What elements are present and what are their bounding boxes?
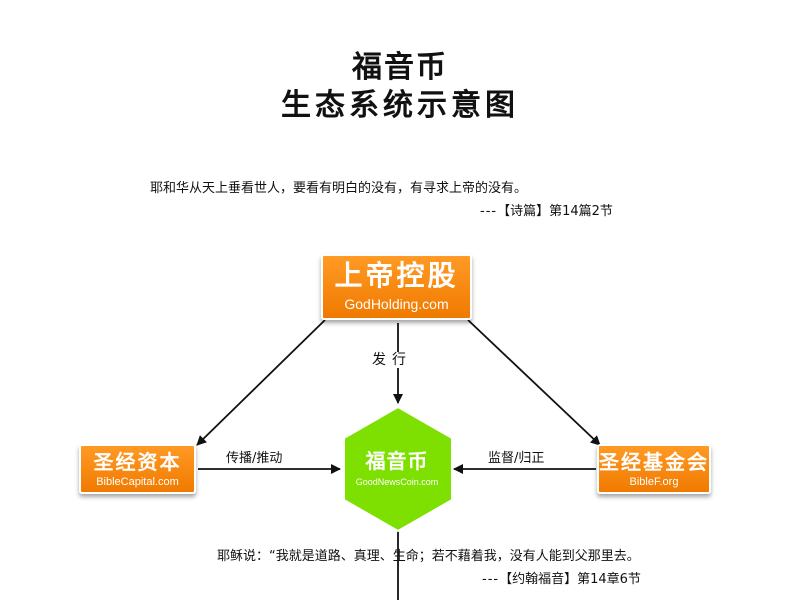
bible-capital-url: BibleCapital.com bbox=[96, 476, 179, 488]
good-news-coin-url: GoodNewsCoin.com bbox=[355, 477, 439, 487]
title-line-1: 福音币 bbox=[352, 50, 448, 85]
edge-label-supervise: 监督/归正 bbox=[488, 451, 545, 467]
god-holding-name: 上帝控股 bbox=[334, 259, 459, 292]
quote-top-dash: --- bbox=[480, 204, 498, 219]
quote-bottom-dash: --- bbox=[482, 572, 500, 587]
bible-capital-node: 圣经资本 BibleCapital.com bbox=[79, 444, 196, 494]
god-holding-url: GodHolding.com bbox=[344, 296, 449, 312]
god-holding-node: 上帝控股 GodHolding.com bbox=[321, 254, 472, 320]
quote-bottom-source: 【约翰福音】第14章6节 bbox=[499, 572, 641, 587]
arrow-god-to-capital bbox=[196, 319, 326, 446]
quote-top-reference: ---【诗篇】第14篇2节 bbox=[480, 203, 613, 221]
quote-top-text: 耶和华从天上垂看世人，要看有明白的没有，有寻求上帝的没有。 bbox=[150, 181, 528, 196]
bible-foundation-node: 圣经基金会 BibleF.org bbox=[597, 444, 711, 494]
bible-capital-name: 圣经资本 bbox=[93, 450, 182, 474]
title-line-2: 生态系统示意图 bbox=[281, 88, 519, 123]
bible-foundation-name: 圣经基金会 bbox=[599, 450, 709, 474]
quote-bottom-reference: ---【约翰福音】第14章6节 bbox=[482, 571, 641, 589]
edge-label-spread: 传播/推动 bbox=[226, 451, 283, 467]
good-news-coin-name: 福音币 bbox=[365, 449, 429, 473]
edge-label-issue: 发行 bbox=[372, 352, 412, 368]
coin-hexagon bbox=[343, 405, 453, 533]
bible-foundation-url: BibleF.org bbox=[629, 476, 679, 488]
arrow-god-to-foundation bbox=[467, 319, 601, 446]
quote-top-source: 【诗篇】第14篇2节 bbox=[497, 204, 613, 219]
quote-bottom-text: 耶稣说：“我就是道路、真理、生命；若不藉着我，没有人能到父那里去。 bbox=[217, 549, 640, 564]
